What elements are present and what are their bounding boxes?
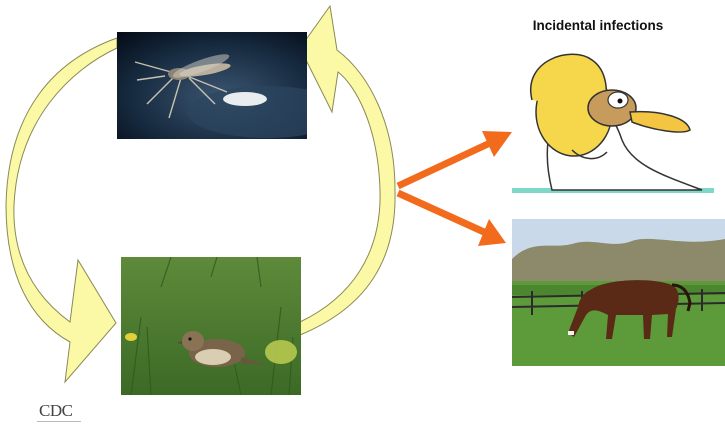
right-cycle-arrow <box>300 6 395 335</box>
cdc-logo-underline <box>37 421 81 425</box>
bird-photo <box>121 257 301 395</box>
human-cartoon-image <box>512 40 714 195</box>
left-cycle-arrow <box>6 38 117 382</box>
horse-photo <box>512 219 725 366</box>
incidental-infections-title: Incidental infections <box>488 18 708 33</box>
mosquito-photo <box>117 32 307 139</box>
cdc-logo: CDC <box>39 402 72 419</box>
spillover-arrow-horse <box>398 193 506 246</box>
spillover-arrow-human <box>398 131 512 186</box>
